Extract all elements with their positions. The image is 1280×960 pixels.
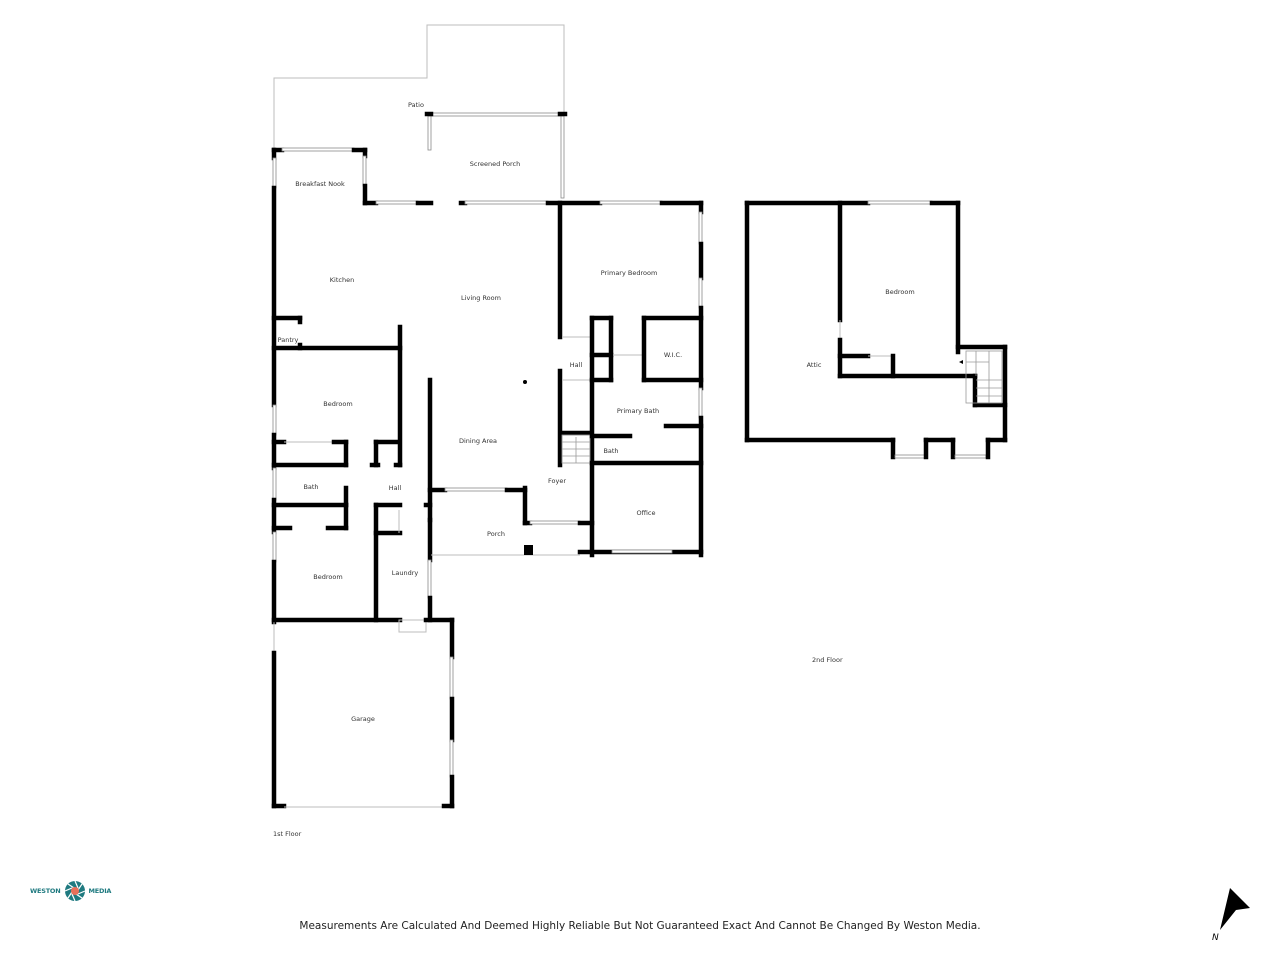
room-label-primary-bedroom: Primary Bedroom — [601, 269, 658, 277]
window — [867, 200, 933, 205]
floor-label-1st: 1st Floor — [273, 830, 302, 838]
window — [698, 387, 703, 419]
window — [427, 559, 432, 599]
room-label-foyer: Foyer — [548, 477, 566, 485]
room-label-pantry: Pantry — [278, 336, 299, 344]
room-label-wic: W.I.C. — [664, 351, 682, 359]
window — [599, 200, 663, 205]
window — [611, 549, 673, 554]
room-label-patio: Patio — [408, 101, 424, 109]
north-arrow-icon: N — [1212, 888, 1250, 943]
column — [524, 545, 533, 555]
room-label-porch: Porch — [487, 530, 505, 538]
stairs-first-floor — [559, 430, 593, 464]
disclaimer-text: Measurements Are Calculated And Deemed H… — [299, 920, 981, 932]
window — [698, 277, 703, 309]
patio-outline — [273, 24, 565, 150]
room-label-hall-main: Hall — [389, 484, 402, 492]
window — [698, 211, 703, 245]
window — [560, 115, 565, 199]
window — [529, 520, 581, 525]
room-label-breakfast-nook: Breakfast Nook — [295, 180, 345, 188]
room-label-primary-bath: Primary Bath — [617, 407, 659, 415]
stairs-second-floor — [959, 350, 1003, 404]
second-floor — [744, 200, 1008, 460]
window — [427, 115, 432, 151]
door-step — [398, 619, 427, 633]
room-label-hall-primary: Hall — [570, 361, 583, 369]
post-dot — [523, 380, 527, 384]
window — [281, 147, 355, 152]
room-label-bath-hall: Bath — [303, 483, 318, 491]
room-label-bath-primary-side: Bath — [603, 447, 618, 455]
aperture-icon — [64, 880, 85, 902]
room-label-bedroom-2: Bedroom — [313, 573, 342, 581]
window — [272, 404, 277, 436]
window — [444, 487, 508, 492]
window — [464, 200, 549, 205]
window — [449, 739, 454, 778]
room-label-dining-area: Dining Area — [459, 437, 497, 445]
window — [428, 112, 562, 117]
room-label-bedroom-1: Bedroom — [323, 400, 352, 408]
window — [449, 656, 454, 700]
room-label-living-room: Living Room — [461, 294, 501, 302]
room-label-kitchen: Kitchen — [330, 276, 354, 284]
floor-label-2nd: 2nd Floor — [812, 656, 843, 664]
room-label-attic: Attic — [807, 361, 822, 369]
logo-text-right: MEDIA — [88, 887, 112, 895]
first-floor — [271, 24, 704, 809]
window — [894, 454, 927, 459]
room-label-laundry: Laundry — [392, 569, 419, 577]
room-label-screened-porch: Screened Porch — [470, 160, 520, 168]
window — [375, 200, 419, 205]
room-label-2f-bedroom: Bedroom — [885, 288, 914, 296]
window — [954, 454, 987, 459]
room-label-garage: Garage — [351, 715, 375, 723]
weston-media-logo: WESTON MEDIA — [30, 880, 111, 902]
logo-text-left: WESTON — [30, 887, 61, 895]
window — [272, 467, 277, 501]
compass-label: N — [1212, 933, 1219, 943]
window — [362, 155, 367, 187]
window — [272, 157, 277, 189]
window — [272, 531, 277, 563]
room-label-office: Office — [637, 509, 656, 517]
